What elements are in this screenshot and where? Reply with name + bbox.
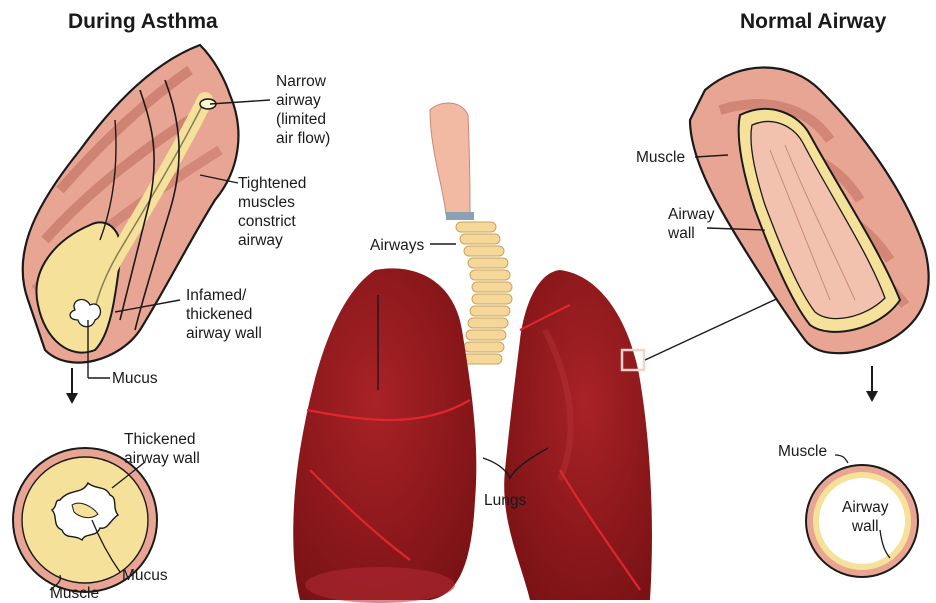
left-lung bbox=[293, 268, 476, 603]
label-inflamed-wall: Infamed/ thickened airway wall bbox=[186, 286, 262, 343]
down-arrow-left bbox=[66, 368, 78, 404]
label-airways: Airways bbox=[370, 236, 424, 255]
right-lung bbox=[504, 270, 652, 600]
label-airway-wall-right: Airway wall bbox=[668, 205, 715, 243]
label-airway-wall-circle: Airway wall bbox=[842, 498, 889, 536]
label-thickened-wall: Thickened airway wall bbox=[124, 430, 200, 468]
trachea-rings bbox=[456, 222, 512, 364]
label-lungs: Lungs bbox=[484, 491, 526, 510]
label-narrow-airway: Narrow airway (limited air flow) bbox=[276, 72, 330, 148]
label-muscle-right: Muscle bbox=[636, 148, 685, 167]
title-normal-airway: Normal Airway bbox=[740, 10, 886, 34]
title-during-asthma: During Asthma bbox=[68, 10, 218, 34]
label-mucus-top: Mucus bbox=[112, 369, 158, 388]
label-muscle-bottom-left: Muscle bbox=[50, 584, 99, 603]
down-arrow-right bbox=[866, 366, 878, 402]
label-mucus-bottom: Mucus bbox=[122, 566, 168, 585]
normal-airway-tube bbox=[690, 68, 929, 354]
trachea bbox=[430, 103, 474, 220]
label-tightened-muscles: Tightened muscles constrict airway bbox=[238, 174, 306, 250]
label-muscle-bottom-right: Muscle bbox=[778, 442, 827, 461]
